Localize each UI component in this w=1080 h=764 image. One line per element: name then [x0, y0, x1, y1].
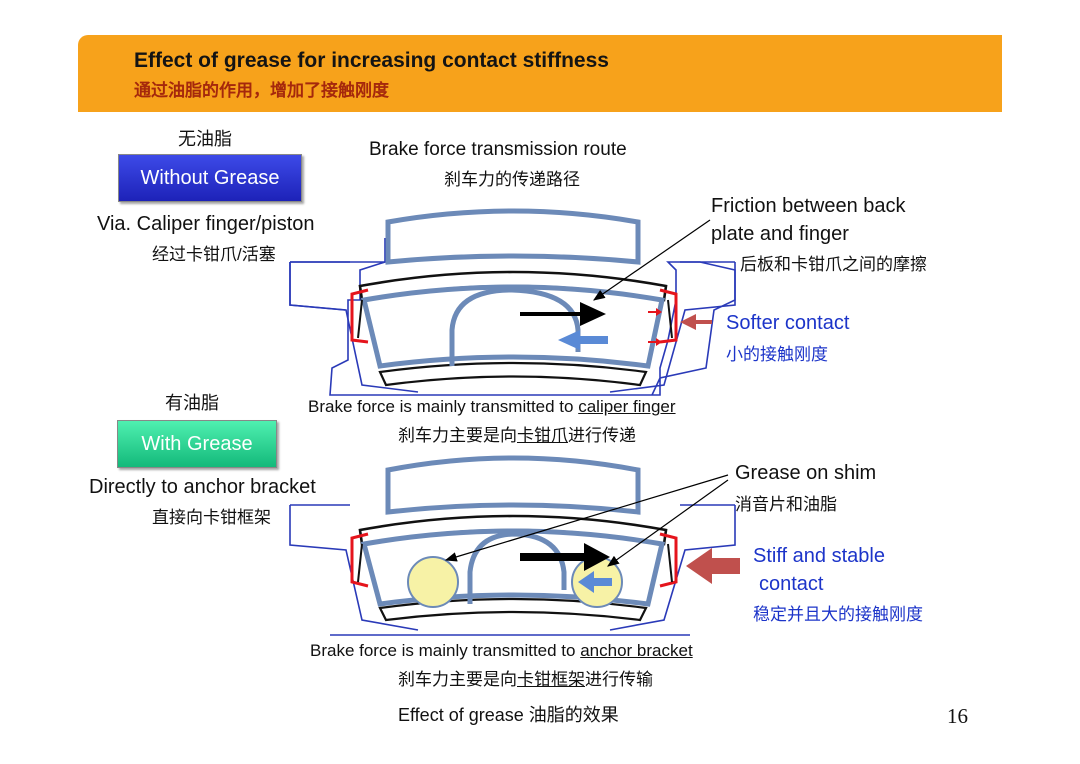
top-caption: Brake force is mainly transmitted to cal…	[308, 397, 676, 417]
with-grease-cn-label: 有油脂	[165, 393, 219, 413]
bottom-force-arrow	[520, 543, 610, 571]
friction-label-1: Friction between back	[711, 195, 906, 217]
bottom-caption-emph: anchor bracket	[580, 641, 693, 660]
friction-label-cn: 后板和卡钳爪之间的摩擦	[740, 255, 927, 274]
top-force-arrow	[520, 302, 606, 326]
via-caliper-label: Via. Caliper finger/piston	[97, 213, 315, 235]
figure-caption: Effect of grease 油脂的效果	[398, 705, 619, 725]
top-caption-prefix: Brake force is mainly transmitted to	[308, 397, 579, 416]
bottom-pad	[360, 528, 666, 607]
bottom-brake-diagram	[289, 455, 740, 636]
top-brake-diagram	[289, 208, 736, 396]
via-caliper-cn-label: 经过卡钳爪/活塞	[152, 245, 276, 264]
stiff-contact-cn-label: 稳定并且大的接触刚度	[753, 605, 923, 624]
with-grease-button: With Grease	[117, 420, 277, 468]
top-caption-emph: caliper finger	[578, 397, 676, 416]
bottom-caption-cn: 刹车力主要是向卡钳框架进行传输	[398, 665, 653, 690]
grease-on-shim-cn-label: 消音片和油脂	[735, 495, 837, 514]
top-pad	[360, 284, 665, 369]
stiff-contact-label-2: contact	[759, 573, 824, 595]
top-reaction-arrow	[558, 330, 608, 350]
bottom-stiff-contact-arrow	[686, 548, 740, 584]
softer-contact-label: Softer contact	[726, 312, 850, 334]
without-grease-cn-label: 无油脂	[178, 129, 232, 149]
title-banner: Effect of grease for increasing contact …	[78, 35, 1002, 112]
top-finger-contact-right	[659, 288, 678, 344]
grease-circle-left	[407, 556, 459, 608]
top-softer-contact-arrow	[680, 314, 712, 330]
bottom-contact-left	[350, 532, 369, 588]
friction-label-2: plate and finger	[711, 223, 849, 245]
bottom-reaction-arrow	[578, 571, 612, 593]
direct-anchor-label: Directly to anchor bracket	[89, 476, 316, 498]
stiff-contact-label-1: Stiff and stable	[753, 545, 885, 567]
bottom-caption-cn-suffix: 进行传输	[585, 670, 653, 689]
bottom-contact-right	[659, 532, 678, 588]
bottom-caption-prefix: Brake force is mainly transmitted to	[310, 641, 581, 660]
page-number: 16	[947, 704, 968, 728]
top-caption-cn-suffix: 进行传递	[568, 426, 636, 445]
top-caption-cn-emph: 卡钳爪	[517, 426, 568, 445]
softer-contact-cn-label: 小的接触刚度	[726, 345, 828, 364]
bottom-caliper-body	[385, 455, 641, 515]
top-caption-cn-prefix: 刹车力主要是向	[398, 426, 517, 445]
top-finger-contact-left	[350, 288, 369, 344]
page-subtitle: 通过油脂的作用，增加了接触刚度	[134, 81, 389, 100]
top-caliper-body	[385, 208, 641, 265]
route-title-cn: 刹车力的传递路径	[444, 170, 580, 189]
page-title: Effect of grease for increasing contact …	[134, 49, 609, 72]
bottom-caption-cn-emph: 卡钳框架	[517, 670, 585, 689]
grease-on-shim-label: Grease on shim	[735, 462, 877, 484]
bottom-caption: Brake force is mainly transmitted to anc…	[310, 641, 693, 661]
route-title: Brake force transmission route	[369, 139, 627, 160]
bottom-caption-cn-prefix: 刹车力主要是向	[398, 670, 517, 689]
direct-anchor-cn-label: 直接向卡钳框架	[152, 508, 271, 527]
top-caption-cn: 刹车力主要是向卡钳爪进行传递	[398, 421, 636, 446]
without-grease-button: Without Grease	[118, 154, 302, 202]
